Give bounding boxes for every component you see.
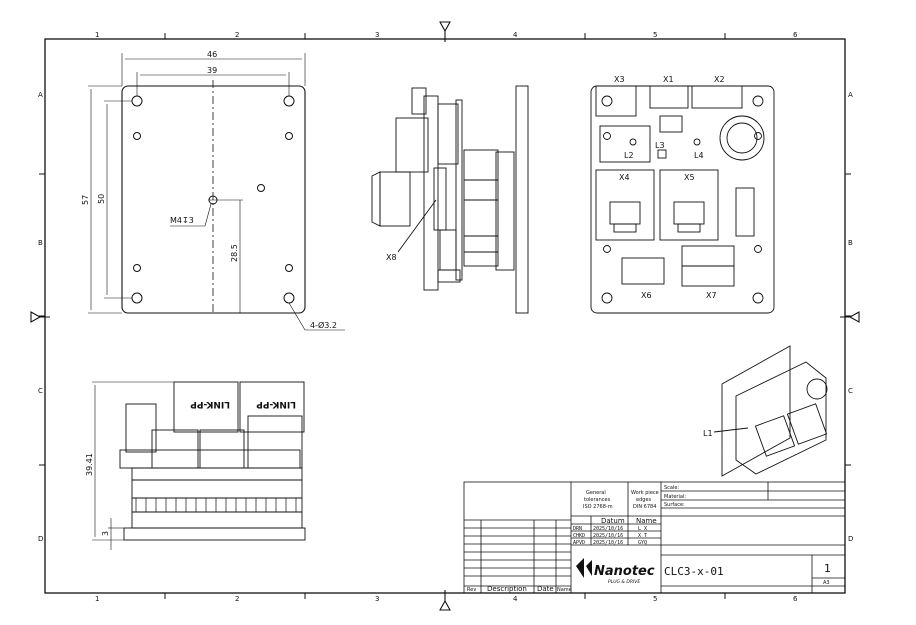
side-view xyxy=(371,85,529,314)
label-l2: L2 xyxy=(624,151,634,160)
approval-role-chkd: CHKD xyxy=(573,533,585,539)
col-label-bottom-1: 1 xyxy=(95,595,99,603)
row-label-left-D: D xyxy=(38,535,43,543)
jack-label-right: LINK-PP xyxy=(256,399,296,409)
work-piece-3: DIN 6784 xyxy=(633,504,656,510)
col-label-top-2: 2 xyxy=(235,31,239,39)
label-l3: L3 xyxy=(655,141,665,150)
approval-date-chkd: 2025/10/16 xyxy=(593,533,623,539)
centering-marks xyxy=(30,21,860,611)
description-header: Description xyxy=(487,585,527,593)
label-x7: X7 xyxy=(706,291,717,300)
label-l1: L1 xyxy=(703,429,713,438)
sheet-size: A3 xyxy=(823,580,830,586)
top-view xyxy=(590,85,775,314)
rev-header: Rev xyxy=(467,587,476,593)
title-block xyxy=(463,481,846,594)
label-x4: X4 xyxy=(619,173,630,182)
col-label-top-4: 4 xyxy=(513,31,518,39)
general-tolerances-1: General xyxy=(586,490,606,496)
row-label-right-A: A xyxy=(848,91,853,99)
approval-date-drn: 2025/10/16 xyxy=(593,526,623,532)
row-label-right-C: C xyxy=(848,387,853,395)
col-label-bottom-2: 2 xyxy=(235,595,239,603)
row-label-left-C: C xyxy=(38,387,43,395)
col-label-bottom-6: 6 xyxy=(793,595,798,603)
material-label: Material: xyxy=(664,494,686,500)
bottom-view-dims xyxy=(92,381,174,550)
holes-callout: 4-Ø3.2 xyxy=(310,320,337,330)
col-label-bottom-3: 3 xyxy=(375,595,379,603)
dim-base-bottom: 3 xyxy=(101,531,110,536)
label-x6: X6 xyxy=(641,291,652,300)
thread-callout: M4↧3 xyxy=(170,216,194,225)
dim-height-bottom: 39.41 xyxy=(85,453,94,476)
approval-name-apvd: GYQ xyxy=(638,540,647,546)
dim-center: 28.5 xyxy=(230,244,239,262)
work-piece-2: edges xyxy=(636,497,652,503)
col-label-bottom-4: 4 xyxy=(513,595,518,603)
name-header: Name xyxy=(636,517,657,525)
brand-tagline: PLUG & DRIVE xyxy=(608,579,640,585)
dim-width-inner: 39 xyxy=(207,66,217,75)
approval-date-apvd: 2025/10/16 xyxy=(593,540,623,546)
col-label-top-3: 3 xyxy=(375,31,379,39)
dim-height-inner: 50 xyxy=(97,194,106,204)
col-label-top-6: 6 xyxy=(793,31,798,39)
dim-height-outer: 57 xyxy=(81,195,90,205)
label-x1: X1 xyxy=(663,75,674,84)
nanotec-logo: Nanotec PLUG & DRIVE xyxy=(576,558,655,585)
drawing-number: CLC3-x-01 xyxy=(664,565,724,578)
dim-width-outer: 46 xyxy=(207,50,217,59)
approval-name-drn: L X xyxy=(638,526,647,532)
row-label-right-B: B xyxy=(848,239,853,247)
label-x3: X3 xyxy=(614,75,625,84)
col-label-top-1: 1 xyxy=(95,31,99,39)
datum-header: Datum xyxy=(601,517,625,525)
label-x8: X8 xyxy=(386,253,397,262)
bottom-view xyxy=(119,381,306,541)
general-tolerances-2: tolerances xyxy=(584,497,611,503)
iso-view xyxy=(713,345,828,477)
jack-label-left: LINK-PP xyxy=(190,399,230,409)
label-l4: L4 xyxy=(694,151,704,160)
bottom-view-ticks xyxy=(135,498,297,512)
scale-label: Scale: xyxy=(664,485,679,491)
surface-label: Surface: xyxy=(664,502,685,508)
row-label-right-D: D xyxy=(848,535,853,543)
drawing-border xyxy=(44,38,846,594)
approval-role-apvd: APVD xyxy=(573,540,585,546)
col-label-bottom-5: 5 xyxy=(653,595,657,603)
sheet-number: 1 xyxy=(824,562,831,575)
label-x5: X5 xyxy=(684,173,695,182)
date-header: Date xyxy=(537,585,554,593)
label-x2: X2 xyxy=(714,75,725,84)
row-label-left-B: B xyxy=(38,239,43,247)
general-tolerances-3: ISO 2768-m xyxy=(583,504,613,510)
col-label-top-5: 5 xyxy=(653,31,657,39)
work-piece-1: Work piece xyxy=(631,490,659,496)
name-col-header: Name xyxy=(557,587,572,593)
row-label-left-A: A xyxy=(38,91,43,99)
front-view: 46 39 57 50 28.5 M4↧3 4-Ø3.2 xyxy=(81,50,345,331)
approval-name-chkd: X T xyxy=(638,533,647,539)
column-ticks-top xyxy=(39,33,851,599)
approval-role-drn: DRN xyxy=(573,526,582,532)
brand-name: Nanotec xyxy=(594,564,655,579)
